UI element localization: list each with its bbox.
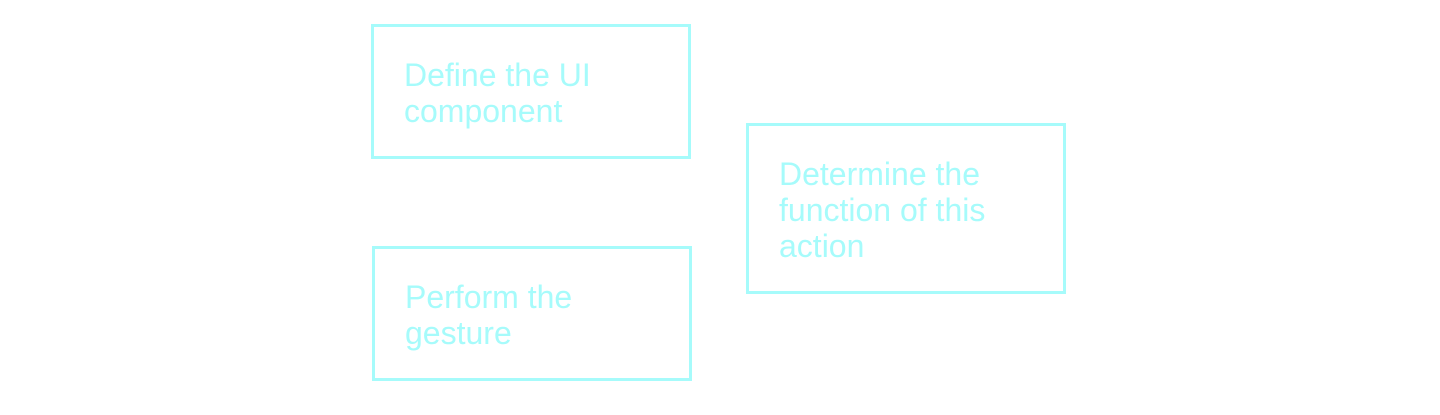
step-determine-function: Determine the function of this action [746, 123, 1066, 294]
step-label: Determine the function of this action [779, 156, 986, 264]
step-label: Perform the gesture [405, 279, 573, 351]
step-define-ui-component: Define the UI component [371, 24, 691, 159]
step-label: Define the UI component [404, 57, 591, 129]
step-perform-gesture: Perform the gesture [372, 246, 692, 381]
